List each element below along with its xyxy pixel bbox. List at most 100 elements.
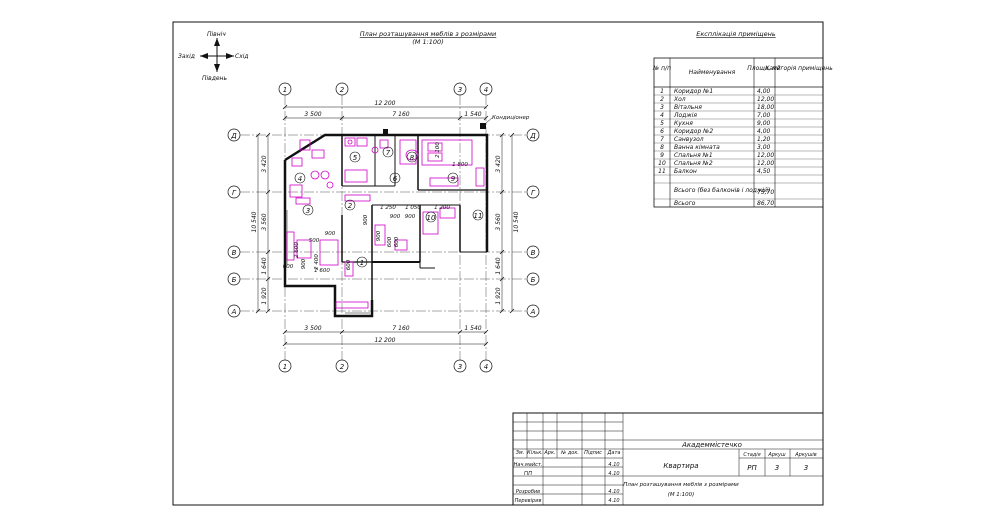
axis-y-v-left: В [232,249,237,257]
room-number-9: 9 [451,175,456,183]
explication-cell-r6-c3: 4,00 [757,128,771,135]
tb-sheet-label: Аркуш [767,452,786,458]
conditioner: Кондиціонер [383,115,530,134]
explication-title: Експлікація приміщень [696,30,776,38]
room-number-6: 6 [393,175,398,183]
axis-markers: 1 2 3 4 1 2 3 4 Д Г В Б А Д Г В Б А [227,82,540,373]
room-number-10: 10 [427,214,436,222]
room-number-4: 4 [298,175,302,183]
explication-cell-r3-c3: 18,00 [757,104,774,111]
dimension-chain-top: 12 200 3 500 7 160 1 540 [282,100,489,121]
inner-dim-1250: 1 250 [380,205,396,211]
explication-cell-r9-c1: 9 [660,152,664,159]
explication-cell-r10-c1: 10 [658,160,666,167]
room-markers: 1 2 3 4 5 6 7 8 9 10 11 [294,146,484,268]
room-number-2: 2 [348,202,353,210]
dim-x1-top: 3 500 [304,111,321,118]
tb-header-zm: Зм. [516,450,525,456]
dim-x2-bottom: 7 160 [392,325,409,332]
conditioner-label: Кондиціонер [492,115,530,121]
explication-cell-r7-c3: 1,20 [757,136,771,143]
axis-x-2-top: 2 [340,86,345,94]
explication-table: № п/п Найменування Площа, м2 Категорія п… [652,57,833,208]
tb-date-4: 4.10 [608,498,619,504]
room-number-3: 3 [306,207,310,215]
dim-x2-top: 7 160 [392,111,409,118]
tb-role-2: ГІП [524,471,532,477]
explication-cell-r2-c2: Хол [673,96,686,103]
inner-dim-1050: 1 050 [405,205,421,211]
tb-sheets-label: Аркушів [794,452,817,458]
explication-cell-r4-c2: Лоджія [673,112,697,119]
axis-x-4-bottom: 4 [484,363,488,371]
tb-role-4: Перевірив [515,498,542,504]
explication-total: 86,70 [757,200,774,207]
room-number-11: 11 [474,212,483,220]
inner-dim-600d: 600 [346,259,352,270]
inner-dim-1800: 1 800 [452,162,468,168]
explication-cell-r4-c1: 4 [660,112,664,119]
explication-cell-r6-c1: 6 [660,128,664,135]
axis-x-1-top: 1 [283,86,287,94]
explication-cell-r11-c3: 4,50 [757,168,771,175]
tb-stage-label: Стадія [743,452,760,458]
explication-cell-r9-c3: 12,00 [757,152,774,159]
tb-header-doc: № док. [560,450,579,456]
tb-date-3: 4.10 [608,489,619,495]
explication-cell-r6-c2: Коридор №2 [674,128,713,135]
explication-cell-r5-c1: 5 [660,120,664,127]
inner-dim-2100: 2 100 [435,142,441,158]
explication-cell-r10-c3: 12,00 [757,160,774,167]
title-block: Зм. Кільк. Арк. № док. Підпис Дата Нач.м… [512,412,824,506]
dimension-chain-right: 3 420 3 560 1 640 1 920 10 540 [495,132,520,314]
dim-total-y-left: 10 540 [251,211,258,232]
axis-y-b-left: Б [232,276,237,284]
south-arrow-icon [214,64,220,72]
west-arrow-icon [200,53,208,59]
explication-cell-r1-c1: 1 [660,88,664,95]
explication-total-label: Всього [674,200,696,207]
dim-total-y-right: 10 540 [513,211,520,232]
explication-header-category: Категорія приміщень [765,65,833,72]
dim-y1-right: 3 420 [495,155,502,172]
furniture [286,137,485,309]
plan-title: План розташування меблів з розмірами [360,30,497,38]
axis-x-4-top: 4 [484,86,488,94]
tb-role-1: Нач.майст. [514,462,543,468]
room-number-8: 8 [410,154,415,162]
axis-y-g-left: Г [232,189,237,197]
inner-dim-900c: 900 [325,231,336,237]
inner-dim-1200: 1 200 [434,205,450,211]
dimension-chain-bottom: 3 500 7 160 1 540 12 200 [282,325,489,347]
explication-header-num: № п/п [652,65,671,72]
explication-cell-r9-c2: Спальня №1 [674,152,713,159]
explication-cell-r1-c2: Коридор №1 [674,88,713,95]
compass-west: Захід [178,53,195,60]
compass-east: Схід [235,53,249,60]
compass: Північ Південь Захід Схід [178,31,249,82]
tb-date-1: 4.10 [608,462,619,468]
explication-cell-r11-c2: Балкон [674,168,697,175]
room-number-1: 1 [360,259,364,267]
explication-cell-r3-c1: 3 [660,104,664,111]
explication-cell-r7-c1: 7 [660,136,664,143]
tb-object: Квартира [663,462,698,470]
tb-sheet-scale: (М 1:100) [668,492,695,498]
inner-dim-600c: 600 [394,236,400,247]
axis-y-a-left: А [231,308,237,316]
explication-total-no-balcony: 75,70 [757,189,774,196]
tb-organization: Академмістечко [681,441,742,449]
dim-total-top: 12 200 [375,100,396,107]
compass-north: Північ [207,31,226,38]
dim-x1-bottom: 3 500 [304,325,321,332]
dim-y3-right: 1 640 [495,257,502,274]
inner-dim-1600: 1 600 [314,268,330,274]
explication-header-name: Найменування [689,69,736,76]
dim-y1-left: 3 420 [261,155,268,172]
axis-x-2-bottom: 2 [340,363,345,371]
explication-total-no-balcony-label: Всього (без балконів і лоджій) [674,187,770,194]
explication-cell-r7-c2: Санвузол [674,136,704,143]
explication-cell-r1-c3: 4,00 [757,88,771,95]
